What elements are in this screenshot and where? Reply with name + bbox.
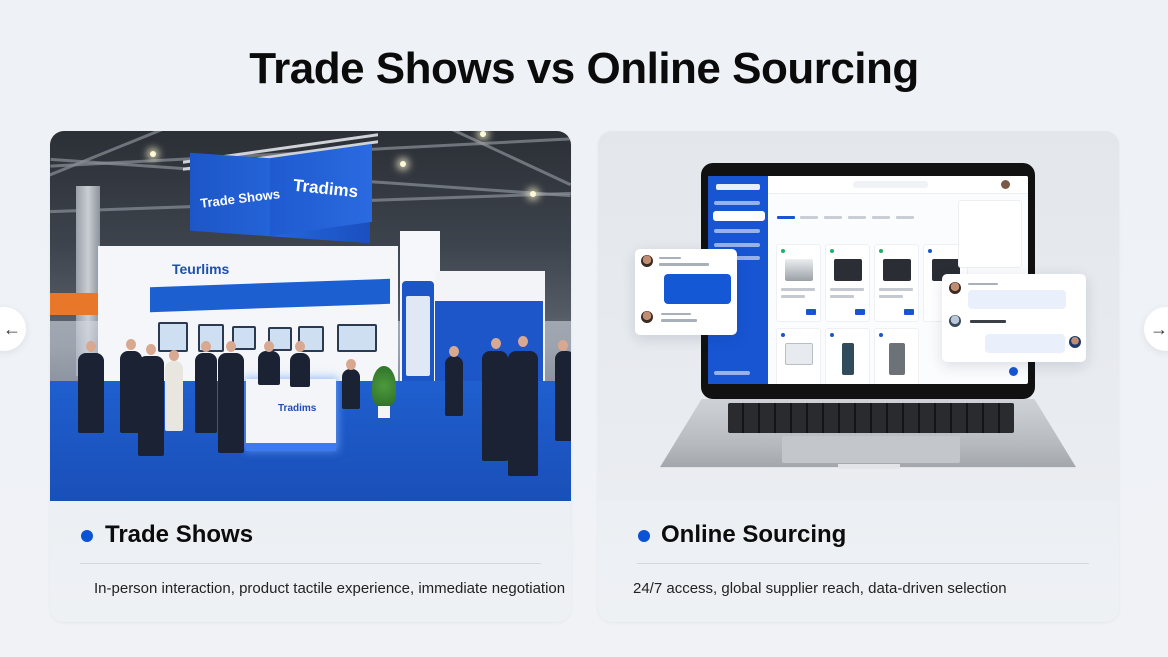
trade-shows-caption: Trade Shows In-person interaction, produ… (50, 501, 571, 622)
divider (80, 563, 541, 564)
online-sourcing-heading: Online Sourcing (661, 521, 847, 548)
booth-sign: Teurlims (172, 261, 230, 277)
counter-sign: Tradims (278, 403, 317, 414)
slide-title: Trade Shows vs Online Sourcing (249, 44, 919, 93)
arrow-right-icon: → (1150, 318, 1168, 339)
online-sourcing-card: Online Sourcing 24/7 access, global supp… (598, 131, 1119, 622)
chat-window-buyer (635, 249, 737, 335)
online-sourcing-caption: Online Sourcing 24/7 access, global supp… (598, 501, 1119, 622)
trade-shows-description: In-person interaction, product tactile e… (94, 580, 566, 597)
trade-shows-card: Trade Shows Tradims Teurlims (50, 131, 571, 622)
chat-window-supplier (942, 274, 1086, 362)
online-sourcing-description: 24/7 access, global supplier reach, data… (633, 580, 1007, 597)
bullet-dot-icon (81, 530, 93, 542)
previous-slide-button[interactable]: ← (0, 307, 26, 351)
online-sourcing-illustration (598, 131, 1119, 501)
arrow-left-icon: ← (3, 318, 21, 339)
divider (637, 563, 1089, 564)
trade-shows-heading: Trade Shows (105, 521, 254, 548)
next-slide-button[interactable]: → (1144, 307, 1168, 351)
bullet-dot-icon (638, 530, 650, 542)
trade-show-photo: Trade Shows Tradims Teurlims (50, 131, 571, 501)
